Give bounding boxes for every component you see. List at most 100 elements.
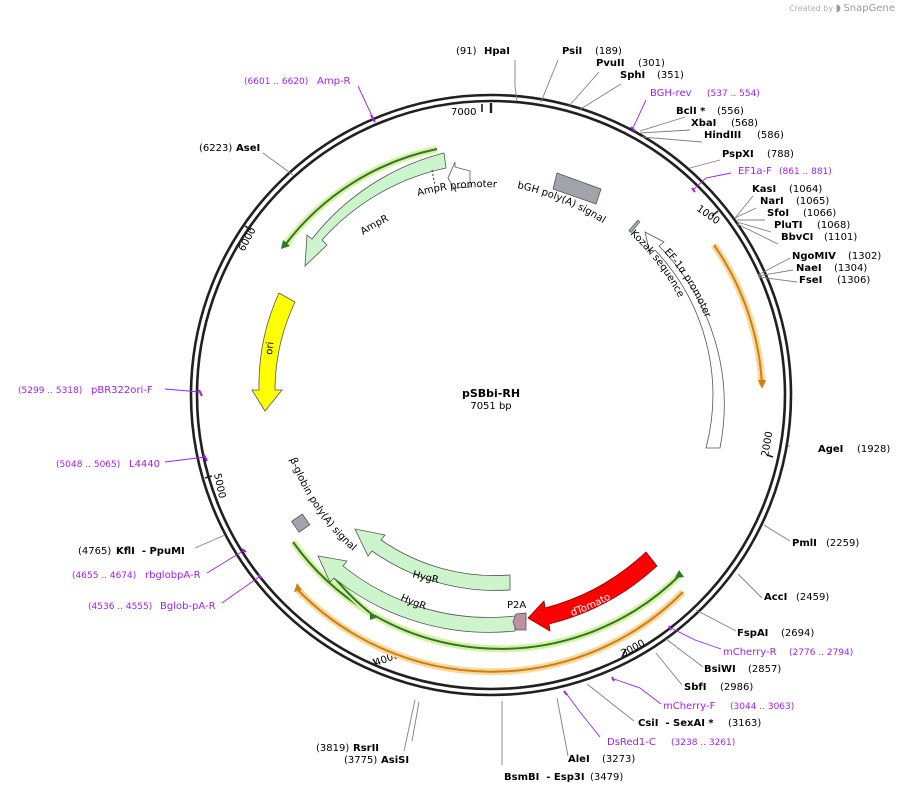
svg-text:(1928): (1928) [857,444,890,455]
svg-text:SbfI: SbfI [684,682,706,693]
leader-lines [194,59,798,765]
snapgene-logo-icon: ◗ [835,3,841,14]
enzyme-rsrii: (3819) RsrII [316,743,379,754]
svg-text:(91): (91) [456,46,477,57]
svg-text:XbaI: XbaI [691,118,716,129]
feature-dtomato [527,551,658,632]
svg-text:rbglobpA-R: rbglobpA-R [145,570,201,581]
tick-label: 5000 [211,472,227,499]
svg-text:(5299 .. 5318): (5299 .. 5318) [18,386,82,396]
svg-text:KasI: KasI [752,184,776,195]
svg-text:BbvCI: BbvCI [781,232,813,243]
svg-text:(3044 .. 3063): (3044 .. 3063) [730,702,794,712]
svg-text:(2259): (2259) [826,538,859,549]
enzyme-sphi: SphI(351) [620,70,684,81]
svg-text:(1304): (1304) [834,263,867,274]
tick-label: 7000 [451,107,476,118]
svg-text:(2459): (2459) [796,592,829,603]
feature-p2a [512,612,527,631]
primer-labels: BGH-rev(537 .. 554) EF1a-F(861 .. 881) m… [18,76,853,748]
label-p2a: P2A [507,600,526,611]
primer-marks [198,114,696,696]
enzyme-nari: NarI(1065) [760,196,829,207]
svg-text:(189): (189) [595,46,622,57]
svg-text:SfoI: SfoI [767,208,789,219]
svg-text:HpaI: HpaI [484,46,510,57]
primer-dsred1-c: DsRed1-C (3238 .. 3261) [607,737,735,748]
enzyme-xbai: XbaI (568) [691,118,758,129]
enzyme-bbvci: BbvCI(1101) [781,232,857,243]
svg-text:(586): (586) [757,130,784,141]
svg-text:(556): (556) [717,106,744,117]
svg-text:(2986): (2986) [720,682,753,693]
svg-text:(4536 .. 4555): (4536 .. 4555) [88,602,152,612]
svg-text:L4440: L4440 [129,459,160,470]
feature-ef1a-promoter [644,231,725,449]
primer-bglob-pa-r: (4536 .. 4555)Bglob-pA-R [88,601,216,612]
primer-rbglobpa-r: (4655 .. 4674)rbglobpA-R [72,570,201,581]
enzyme-pluti: PluTI(1068) [774,220,850,231]
tick-label: 2000 [760,431,775,458]
primer-bgh-rev: BGH-rev(537 .. 554) [650,88,760,99]
enzyme-kasi: KasI (1064) [752,184,822,195]
svg-text:AsiSI: AsiSI [381,755,409,766]
primer-mcherry-r: mCherry-R(2776 .. 2794) [723,647,853,658]
svg-text:(1064): (1064) [789,184,822,195]
feature-bglobin-polya [291,513,311,533]
svg-text:NarI: NarI [760,196,784,207]
svg-text:(4765): (4765) [78,546,111,557]
svg-text:AleI: AleI [568,754,590,765]
svg-text:PluTI: PluTI [774,220,802,231]
svg-text:AseI: AseI [236,143,260,154]
feature-ampr [304,152,447,267]
enzyme-pmli: PmlI(2259) [792,538,859,549]
label-ampr-promoter: AmpR promoter [416,179,498,199]
svg-text:BclI *: BclI * [676,106,706,117]
svg-text:AgeI: AgeI [818,444,843,455]
svg-text:DsRed1-C: DsRed1-C [607,737,656,748]
svg-text:mCherry-F: mCherry-F [663,701,716,712]
enzyme-psii: PsiI(189) [562,46,622,57]
svg-text:CsiI - SexAI *: CsiI - SexAI * [638,718,714,729]
svg-text:BsiWI: BsiWI [704,664,736,675]
plasmid-title: pSBbi-RH 7051 bp [462,387,520,412]
svg-text:(2857): (2857) [748,664,781,675]
orf-arcs [281,145,766,676]
enzyme-bsiwi: BsiWI (2857) [704,664,781,675]
primer-l4440: (5048 .. 5065)L4440 [56,459,160,470]
svg-text:(6601 .. 6620): (6601 .. 6620) [244,77,308,87]
svg-text:pBR322ori-F: pBR322ori-F [91,385,153,396]
svg-text:AccI: AccI [764,592,787,603]
feature-ori [251,292,296,412]
svg-text:PspXI: PspXI [722,149,754,160]
svg-text:mCherry-R: mCherry-R [723,647,777,658]
svg-text:(3479): (3479) [590,772,623,783]
svg-text:BsmBI - Esp3I: BsmBI - Esp3I [504,772,585,783]
svg-text:KflI - PpuMI: KflI - PpuMI [116,546,185,557]
enzyme-hindiii: HindIII(586) [704,130,784,141]
svg-text:NaeI: NaeI [796,263,822,274]
primer-leaders [164,85,732,738]
svg-text:(3163): (3163) [728,718,761,729]
svg-text:RsrII: RsrII [353,743,379,754]
svg-text:(568): (568) [731,118,758,129]
primer-pbr322ori-f: (5299 .. 5318) pBR322ori-F [18,385,153,396]
svg-text:(6223): (6223) [199,143,232,154]
enzyme-sfoi: SfoI(1066) [767,208,836,219]
svg-text:(3775): (3775) [344,755,377,766]
svg-text:(3238 .. 3261): (3238 .. 3261) [671,738,735,748]
feature-hygr-1 [354,528,511,591]
enzyme-pvuii: PvuII(301) [596,58,665,69]
svg-text:FseI: FseI [799,275,822,286]
enzyme-asei: (6223) AseI [199,143,260,154]
enzyme-hpai: (91) HpaI [456,46,510,57]
enzyme-csii-sexai: CsiI - SexAI * (3163) [638,718,761,729]
svg-text:FspAI: FspAI [737,628,768,639]
svg-text:(3273): (3273) [602,754,635,765]
svg-text:(3819): (3819) [316,743,349,754]
snapgene-brand-text: SnapGene [843,3,895,14]
svg-text:SphI: SphI [620,70,645,81]
enzyme-naei: NaeI (1304) [796,263,867,274]
svg-text:(1302): (1302) [848,251,881,262]
features [251,152,725,633]
